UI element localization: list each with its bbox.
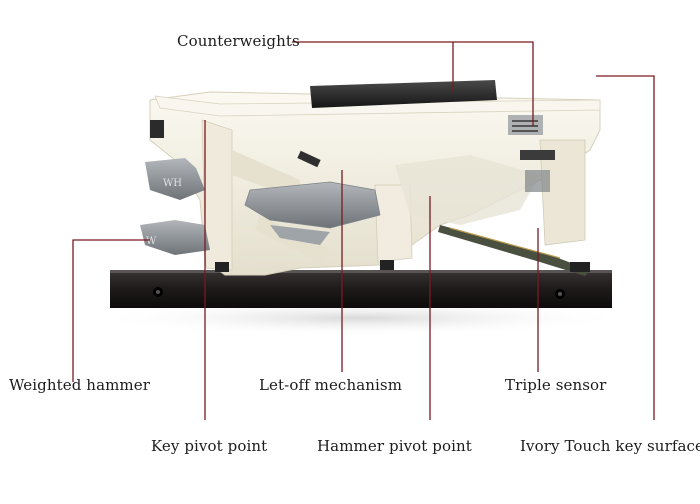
label-weighted-hammer: Weighted hammer	[9, 376, 151, 394]
label-letoff-mechanism: Let-off mechanism	[259, 376, 403, 394]
label-key-pivot-point: Key pivot point	[151, 437, 268, 455]
hammer-mark-upper: WH	[163, 178, 182, 189]
label-counterweights: Counterweights	[177, 32, 300, 50]
action-frame	[149, 91, 601, 276]
base-rail	[110, 270, 612, 308]
label-ivory-touch-key-surface: Ivory Touch key surface	[520, 437, 700, 455]
label-triple-sensor: Triple sensor	[505, 376, 607, 394]
sensor-trace	[449, 227, 561, 259]
counterweights-leader-2	[453, 41, 534, 126]
floor-shadow	[90, 300, 630, 336]
leader-lines	[72, 41, 655, 420]
pivot-pins	[150, 120, 590, 272]
counterweight-block	[310, 80, 497, 108]
hammer-weights: WH W	[140, 158, 381, 255]
ivory-touch-leader	[596, 75, 655, 420]
hammer-mark-lower: W	[146, 236, 157, 247]
sensor-board	[438, 225, 590, 276]
sensor-blocks	[508, 115, 555, 192]
label-hammer-pivot-point: Hammer pivot point	[317, 437, 472, 455]
weighted-hammer-leader	[72, 239, 150, 382]
